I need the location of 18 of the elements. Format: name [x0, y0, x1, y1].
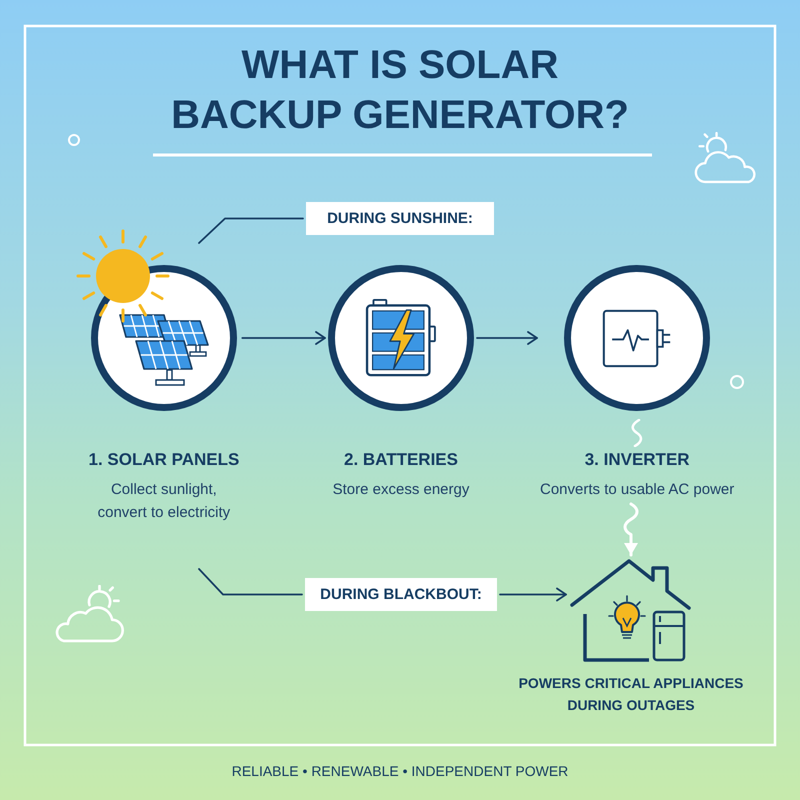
arrow [499, 588, 567, 602]
node-caption: POWERS CRITICAL APPLIANCES DURING OUTAGES [518, 674, 744, 715]
phase-label: DURING BLACKBOUT: [305, 578, 497, 611]
phase-label: DURING SUNSHINE: [306, 202, 494, 235]
title: WHAT IS SOLAR BACKUP GENERATOR? [170, 42, 630, 139]
house-icon [569, 558, 693, 663]
step-description: Collect sunlight, convert to electricity [96, 480, 231, 523]
arrow [241, 331, 326, 345]
leader-line [198, 568, 303, 596]
step-heading: 2. BATTERIES [344, 449, 458, 471]
footer-tagline: RELIABLE • RENEWABLE • INDEPENDENT POWER [231, 762, 569, 780]
step-description: Store excess energy [332, 480, 470, 500]
step-description: Converts to usable AC power [540, 480, 734, 500]
leader-line [198, 218, 304, 244]
arrow [476, 331, 538, 345]
step-heading: 3. INVERTER [584, 449, 690, 471]
step-heading: 1. SOLAR PANELS [88, 449, 240, 471]
wavy-arrow [624, 502, 638, 556]
